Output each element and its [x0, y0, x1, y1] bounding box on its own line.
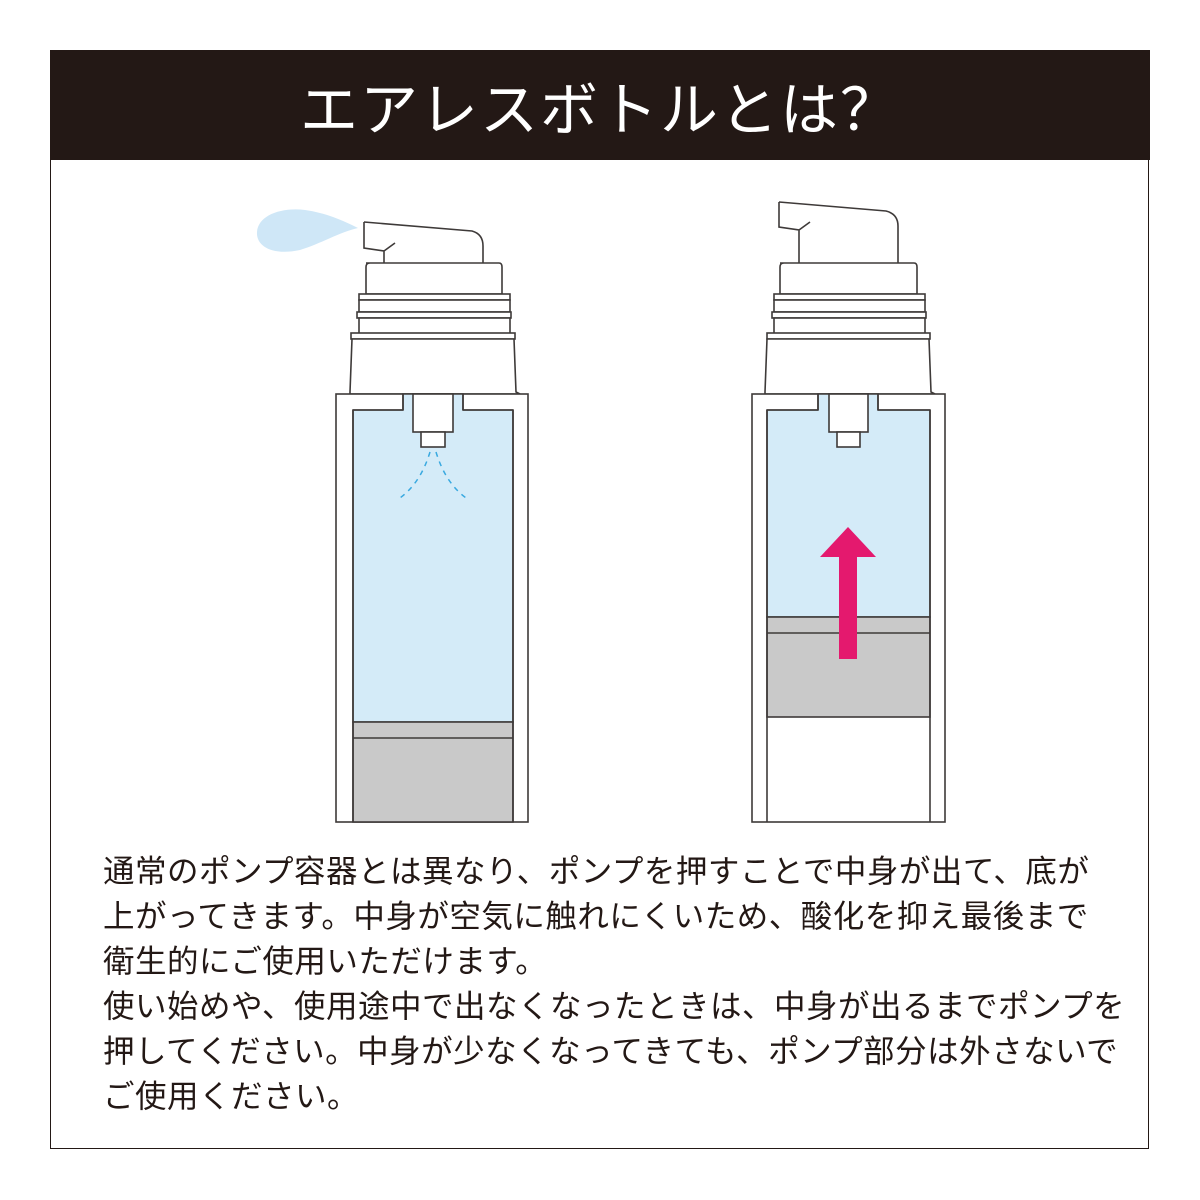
- description-line: 押してください。中身が少なくなってきても、ポンプ部分は外さないで: [103, 1034, 1119, 1070]
- description-line: 通常のポンプ容器とは異なり、ポンプを押すことで中身が出て、底が: [103, 854, 1090, 890]
- title-banner: エアレスボトルとは？: [50, 50, 1150, 160]
- page-title: エアレスボトルとは？: [299, 76, 900, 144]
- description-line: 衛生的にご使用いただけます。: [103, 944, 548, 980]
- description-line: ご使用ください。: [103, 1079, 360, 1115]
- description: 通常のポンプ容器とは異なり、ポンプを押すことで中身が出て、底が 上がってきます。…: [103, 850, 1126, 1120]
- description-line: 使い始めや、使用途中で出なくなったときは、中身が出るまでポンプを: [103, 989, 1126, 1025]
- description-line: 上がってきます。中身が空気に触れにくいため、酸化を抑え最後まで: [103, 899, 1089, 935]
